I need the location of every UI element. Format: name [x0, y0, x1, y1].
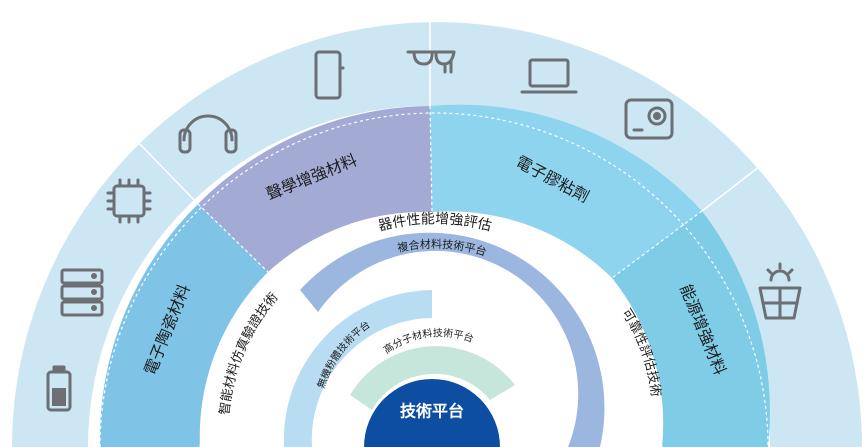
- dashed-outer-boundary: [99, 112, 769, 447]
- laptop-icon: [520, 58, 578, 94]
- segment-divider: [611, 210, 703, 279]
- battery-icon: [46, 365, 72, 412]
- diagram-bands: [12, 18, 862, 447]
- label-device-enhancement: 器件性能增強評估: [377, 211, 493, 234]
- outer-band-divider: [701, 155, 774, 212]
- segment-acoustic-materials: [198, 106, 432, 272]
- outer-band-divider: [132, 136, 199, 205]
- label-device-path: 器件性能增強評估: [377, 211, 493, 234]
- segment-divider: [197, 203, 269, 273]
- center-core: [364, 379, 500, 447]
- headphones-icon: [178, 114, 238, 154]
- inorganic-platform-band: [283, 290, 432, 447]
- outer-band: [12, 22, 862, 447]
- segment-energy-materials: [612, 211, 770, 447]
- smart-glasses-icon: [406, 50, 456, 74]
- chip-icon: [106, 178, 152, 224]
- segment-electronic-ceramics: [99, 204, 268, 447]
- camera-icon: [624, 98, 674, 140]
- segment-electronic-adhesive: [430, 104, 702, 278]
- device-icons: [46, 50, 802, 412]
- polymer-platform-band: [350, 346, 515, 410]
- phone-icon: [314, 50, 345, 100]
- composite-platform-arc: [298, 231, 598, 447]
- server-icon: [60, 268, 104, 317]
- center-label: 技術平台: [400, 402, 464, 421]
- solar-panel-icon: [758, 262, 802, 320]
